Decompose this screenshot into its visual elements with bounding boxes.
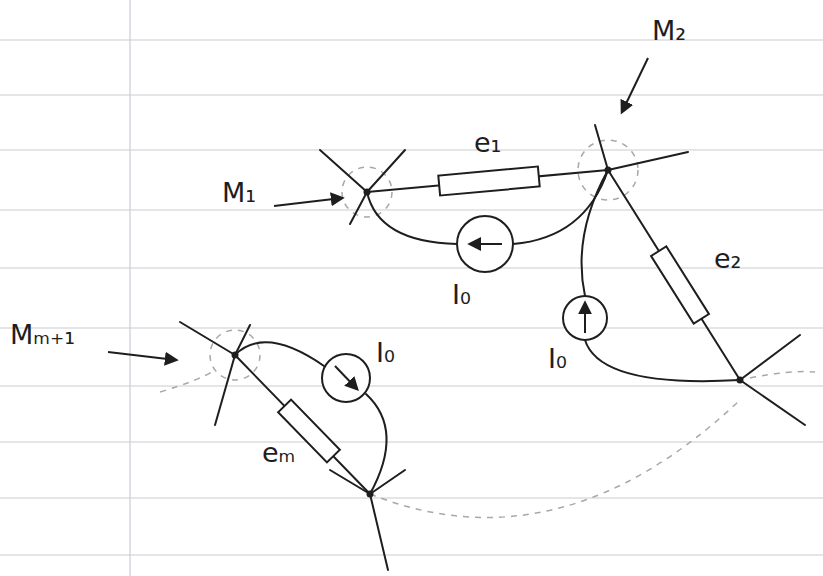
resistor-symbols [278, 167, 709, 463]
leader-arrows [108, 58, 648, 360]
node-label: M₁ [222, 178, 256, 208]
dashed-node-regions [160, 140, 815, 517]
circuit-wires [180, 125, 805, 570]
source-arrows [335, 244, 585, 389]
node-label: M₂ [652, 16, 686, 46]
source-label: I₀ [452, 280, 471, 310]
resistor-label: e₂ [714, 244, 741, 274]
resistor-label: eₘ [262, 438, 295, 468]
resistor-label: e₁ [474, 128, 501, 158]
current-sources [322, 216, 607, 402]
source-label: I₀ [376, 338, 395, 368]
node-label: Mₘ₊₁ [10, 320, 75, 350]
node-dots [232, 167, 744, 498]
source-label: I₀ [548, 344, 567, 374]
